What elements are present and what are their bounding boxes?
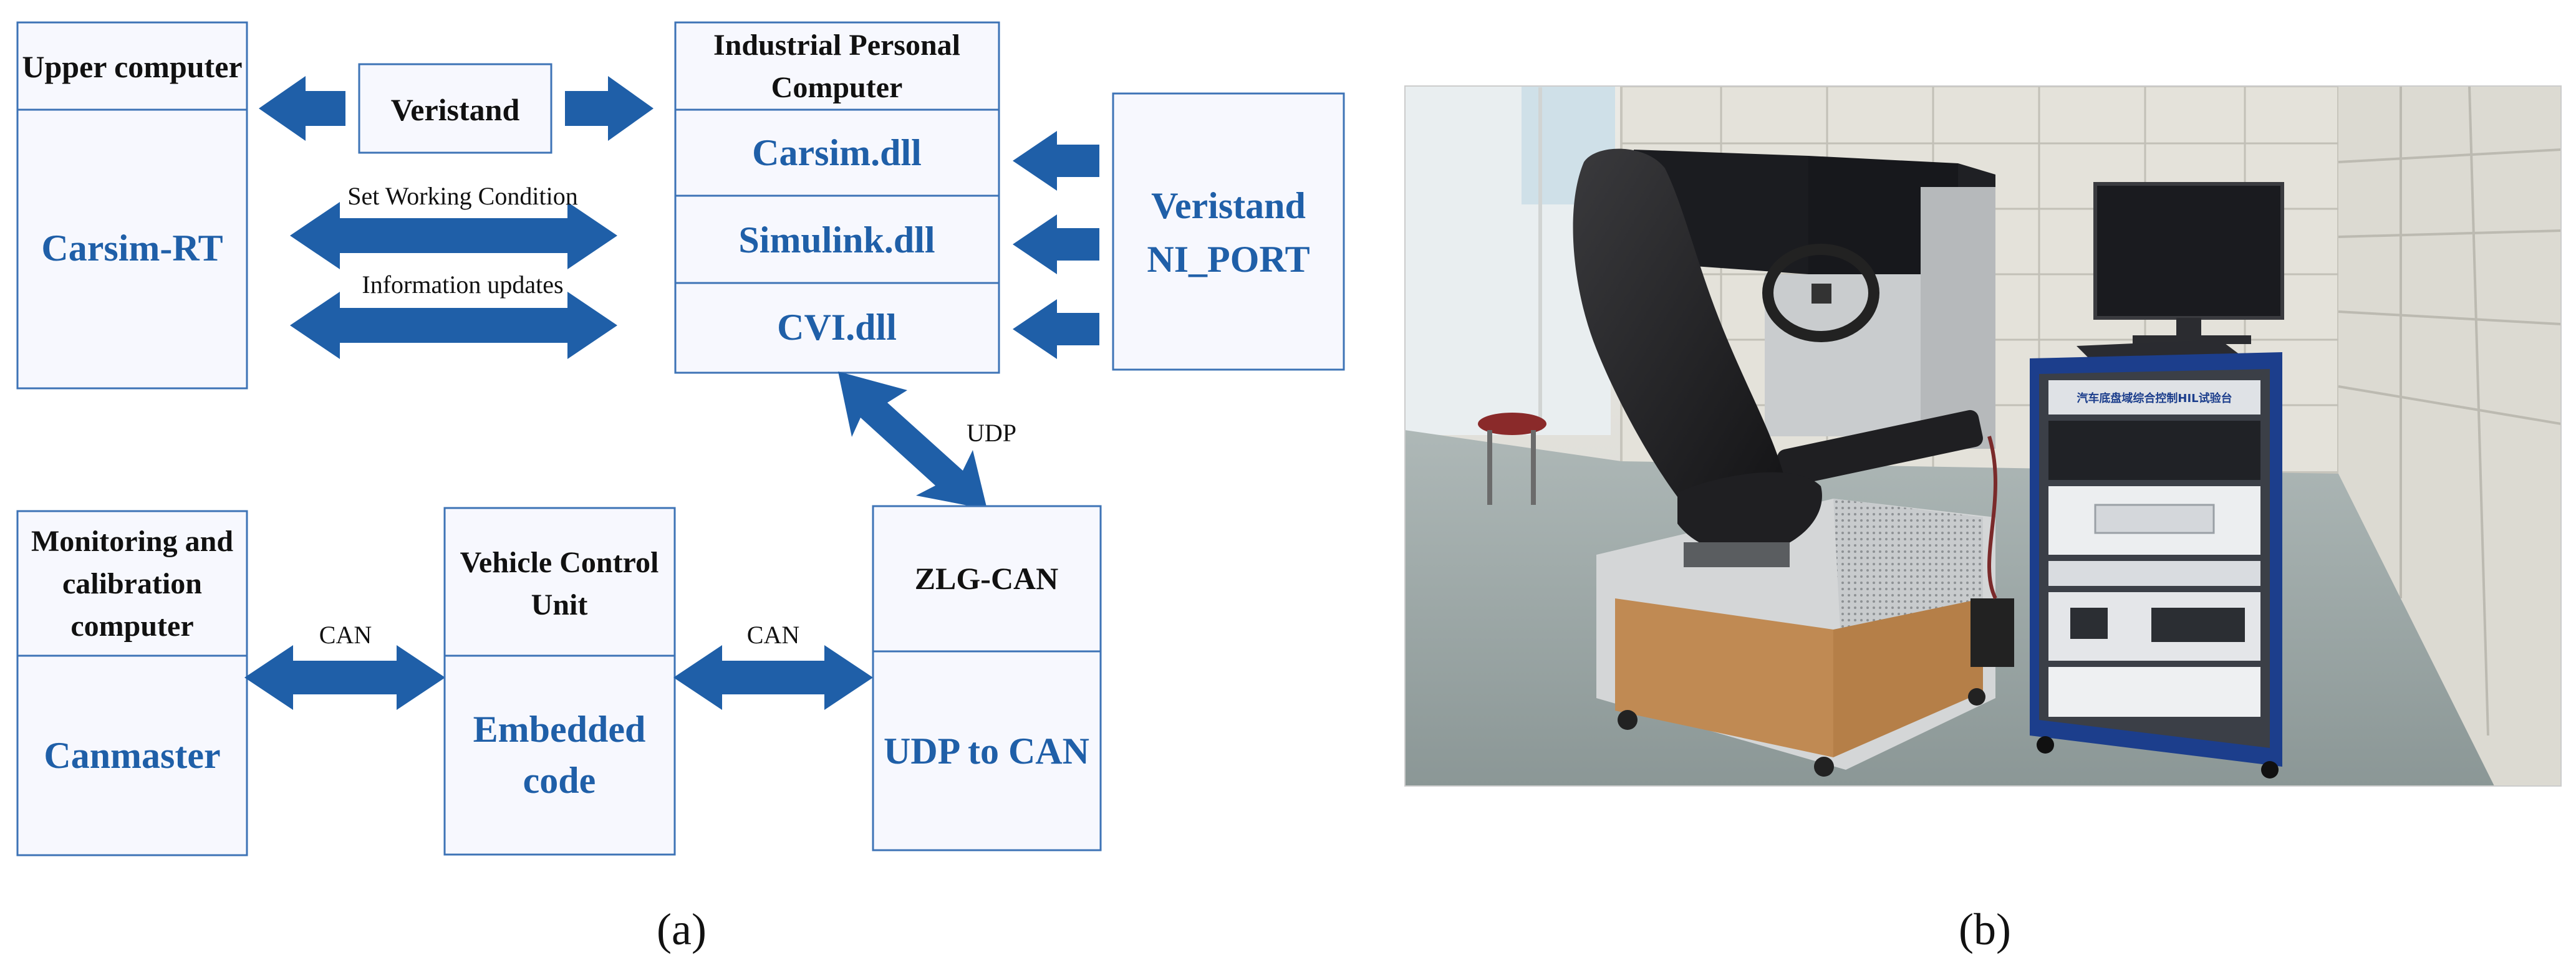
arrow-udp bbox=[838, 371, 987, 509]
ni-port-line2: NI_PORT bbox=[1147, 239, 1310, 280]
arrow-veristand-to-upper bbox=[259, 76, 345, 141]
arrow-can-right bbox=[673, 645, 873, 710]
vcu-title-line2: Unit bbox=[531, 588, 588, 621]
arrow-veristand-to-ipc bbox=[565, 76, 654, 141]
arrow-can-left bbox=[244, 645, 445, 710]
udp-to-can-label: UDP to CAN bbox=[884, 731, 1089, 772]
vcu-title-line1: Vehicle Control bbox=[460, 546, 659, 579]
driver-seat bbox=[1573, 148, 1822, 567]
veristand-ni-port-box: Veristand NI_PORT bbox=[1112, 92, 1345, 371]
ipc-box: Industrial Personal Computer Carsim.dll … bbox=[674, 21, 1000, 374]
caption-b: (b) bbox=[1959, 904, 2011, 954]
carsim-rt-label: Carsim-RT bbox=[41, 228, 223, 269]
upper-computer-box: Upper computer Carsim-RT bbox=[16, 21, 248, 390]
vcu-box: Vehicle Control Unit Embedded code bbox=[443, 507, 676, 856]
stool bbox=[1478, 413, 1546, 505]
set-working-condition-label: Set Working Condition bbox=[347, 182, 577, 210]
monitoring-box: Monitoring and calibration computer Canm… bbox=[16, 510, 248, 856]
veristand-box: Veristand bbox=[358, 63, 552, 154]
hil-cabinet: 汽车底盘域综合控制HIL试验台 bbox=[2030, 182, 2284, 779]
cabinet-sign: 汽车底盘域综合控制HIL试验台 bbox=[2077, 391, 2232, 405]
information-updates-label: Information updates bbox=[362, 271, 563, 299]
cvi-dll-label: CVI.dll bbox=[777, 307, 897, 348]
ni-port-line1: Veristand bbox=[1151, 185, 1306, 226]
ipc-title-line2: Computer bbox=[771, 71, 903, 104]
zlg-can-box: ZLG-CAN UDP to CAN bbox=[872, 505, 1102, 851]
monitoring-title-line2: calibration bbox=[62, 567, 202, 600]
canmaster-label: Canmaster bbox=[44, 735, 220, 776]
can-left-label: CAN bbox=[319, 621, 372, 649]
upper-computer-title: Upper computer bbox=[22, 49, 242, 84]
udp-label: UDP bbox=[967, 419, 1016, 447]
panel-a-diagram: Upper computer Carsim-RT Veristand Indus… bbox=[16, 21, 1345, 954]
embedded-label-line1: Embedded bbox=[473, 709, 646, 750]
caption-a: (a) bbox=[657, 904, 707, 954]
arrow-niport-to-simulink bbox=[1013, 214, 1099, 274]
ipc-title-line1: Industrial Personal bbox=[713, 29, 960, 62]
arrow-niport-to-carsim bbox=[1013, 131, 1099, 191]
can-right-label: CAN bbox=[747, 621, 799, 649]
veristand-label: Veristand bbox=[391, 92, 520, 127]
carsim-dll-label: Carsim.dll bbox=[752, 132, 922, 173]
panel-b-photo: 汽车底盘域综合控制HIL试验台 (b) bbox=[1404, 85, 2562, 954]
arrow-information-updates bbox=[290, 292, 617, 359]
zlg-can-title: ZLG-CAN bbox=[915, 561, 1059, 596]
arrow-set-working-condition bbox=[290, 202, 617, 269]
embedded-label-line2: code bbox=[523, 760, 596, 801]
monitoring-title-line3: computer bbox=[70, 610, 193, 643]
arrow-niport-to-cvi bbox=[1013, 299, 1099, 359]
steering-wheel bbox=[1762, 244, 1879, 342]
simulink-dll-label: Simulink.dll bbox=[738, 219, 935, 261]
monitoring-title-line1: Monitoring and bbox=[31, 525, 233, 558]
